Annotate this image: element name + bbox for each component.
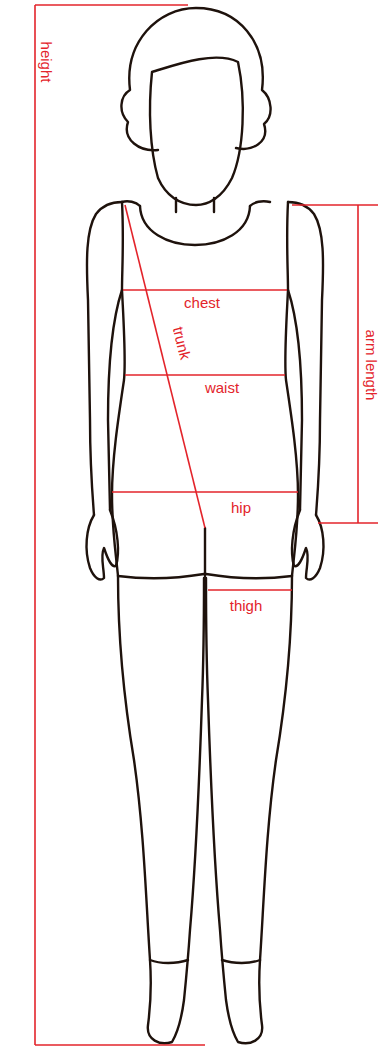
- measure-label: arm length: [363, 328, 380, 403]
- measure-label: hip: [229, 499, 253, 516]
- hip-line: [112, 491, 298, 493]
- measure-lines: [35, 5, 378, 1045]
- height-tick: [35, 4, 188, 6]
- measure-label: waist: [203, 379, 241, 396]
- arm-tick: [292, 204, 378, 206]
- waist-line: [125, 374, 285, 376]
- measure-label: height: [38, 40, 55, 85]
- trunk-line: [125, 205, 205, 528]
- arm-tick: [318, 522, 378, 524]
- height-line: [34, 5, 36, 1045]
- height-tick: [35, 1044, 205, 1046]
- chest-line: [123, 289, 287, 291]
- thigh-line: [208, 589, 292, 591]
- arm-line: [357, 205, 359, 523]
- measure-label: trunk: [169, 323, 195, 363]
- measure-label: chest: [182, 294, 222, 311]
- figure-outline: [87, 8, 324, 1043]
- measure-label: thigh: [228, 597, 265, 614]
